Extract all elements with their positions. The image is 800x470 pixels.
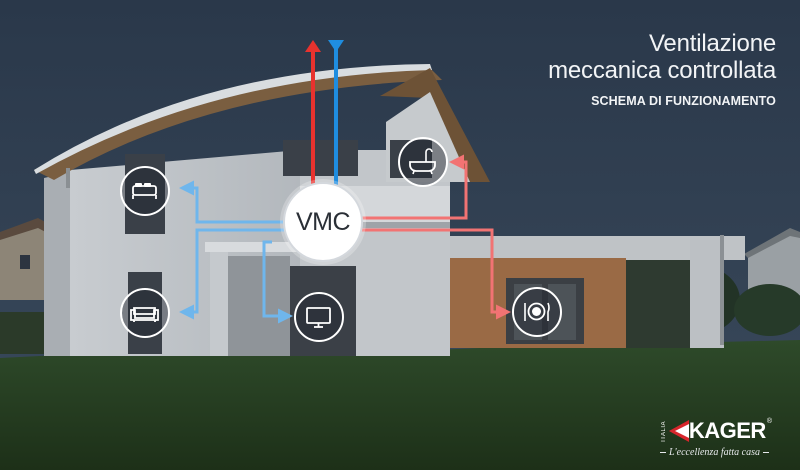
vmc-label: VMC: [295, 207, 351, 236]
subtitle: SCHEMA DI FUNZIONAMENTO: [591, 94, 776, 108]
tree: [734, 284, 800, 336]
title-line-2: meccanica controllata: [548, 57, 776, 84]
logo-registered: ®: [766, 418, 772, 425]
room-living: [120, 288, 170, 338]
bed-icon: [132, 183, 157, 199]
title-line-1: Ventilazione: [648, 30, 776, 57]
supply-line-living: [179, 228, 290, 320]
room-kitchen: [512, 287, 562, 337]
tv-icon: [306, 307, 331, 328]
brand-logo: ITALIA KAGER ® L'eccellenza fatta casa: [657, 418, 772, 458]
title-block: Ventilazione meccanica controllata SCHEM…: [548, 30, 776, 108]
exhaust-arrow: [305, 40, 321, 52]
tagline-rule: [763, 452, 769, 454]
lawn: [0, 340, 800, 470]
extract-lines: [360, 154, 511, 320]
room-bathroom: [398, 137, 448, 187]
plate-cutlery-icon: [524, 302, 550, 321]
supply-line-bedroom: [179, 180, 290, 224]
room-bedroom: [120, 166, 170, 216]
extract-line-bathroom: [360, 154, 468, 220]
logo-tagline-row: L'eccellenza fatta casa: [657, 447, 772, 458]
kager-mark-icon: [668, 420, 689, 442]
logo-tagline: L'eccellenza fatta casa: [668, 447, 760, 458]
supply-lines: [179, 180, 293, 324]
outdoor-ducts: [305, 40, 344, 190]
room-tv: [294, 292, 344, 342]
tagline-rule: [659, 452, 666, 454]
fresh-air-arrow: [328, 40, 344, 52]
bathtub-icon: [409, 148, 436, 175]
extract-line-kitchen: [360, 228, 511, 320]
supply-line-tv: [262, 240, 293, 324]
neighbor-house-right: [744, 228, 800, 300]
sofa-icon: [130, 307, 159, 322]
logo-brand: KAGER: [688, 418, 766, 443]
vmc-unit: VMC: [283, 182, 363, 262]
logo-country: ITALIA: [660, 420, 667, 442]
